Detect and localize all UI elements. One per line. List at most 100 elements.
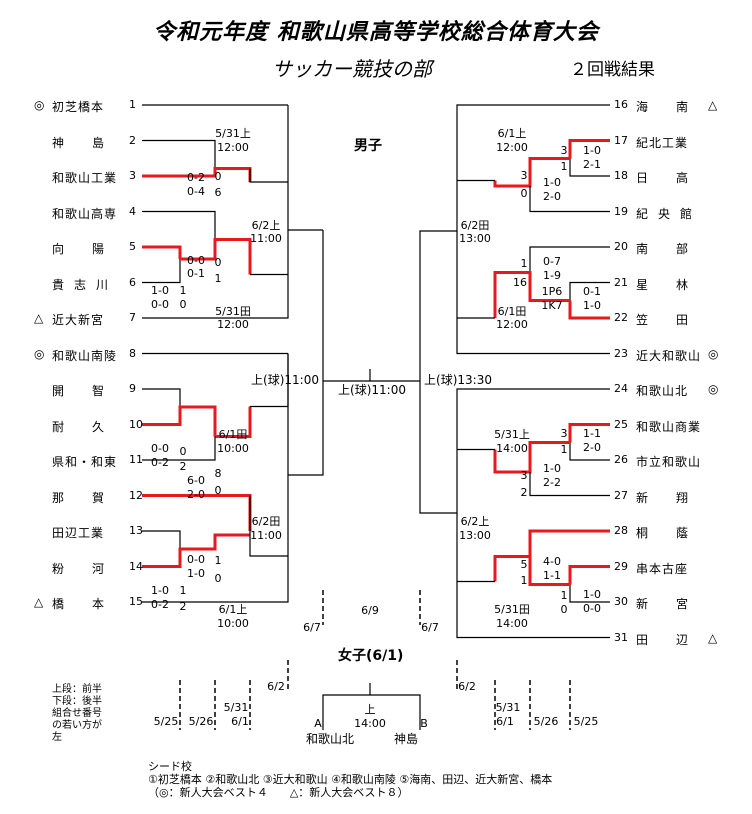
score: 1: [179, 284, 187, 297]
page-subtitle: サッカー競技の部: [272, 57, 432, 81]
score: 2: [179, 600, 187, 613]
score: 1: [214, 554, 222, 567]
score: 1-1: [543, 569, 561, 582]
team-number: 25: [614, 417, 628, 431]
score: 0: [214, 256, 222, 269]
team-name: 初芝橋本: [52, 100, 105, 114]
girls-team-a: 和歌山北: [305, 732, 355, 746]
match-line: [287, 353, 324, 476]
team-number: 9: [129, 382, 136, 395]
team-name: 向陽: [52, 242, 133, 256]
team-name: 南部: [636, 242, 717, 256]
team-number: 26: [614, 453, 628, 466]
semi-label: 上(球)13:30: [424, 373, 492, 387]
team-line: [456, 318, 610, 355]
score: 1-0: [543, 176, 561, 189]
team-line: [142, 274, 289, 319]
legend-line: 組合せ番号: [52, 708, 102, 719]
team-name: 新宮: [636, 597, 717, 611]
match-label: 13:00: [459, 232, 491, 245]
team-name: 近大和歌山: [636, 348, 702, 363]
score: 6-0: [187, 474, 205, 487]
girls-team-b: 神島: [393, 732, 419, 746]
match-label: 13:00: [459, 529, 491, 542]
winner-line: [528, 556, 570, 586]
seed-mark: △: [34, 595, 44, 609]
match-label: 6/1上: [497, 127, 527, 140]
winner-line: [568, 423, 610, 443]
score: 0-0: [151, 298, 169, 311]
girls-label: 6/1: [231, 715, 249, 728]
team-number: 21: [614, 275, 628, 289]
score: 3: [560, 427, 568, 440]
girls-label: A: [314, 717, 322, 730]
match-label: 14:00: [496, 617, 528, 630]
team-number: 23: [614, 346, 628, 360]
team-name: 和歌山商業: [636, 419, 702, 434]
team-name: 橋本: [52, 597, 133, 611]
score: 0-4: [187, 185, 205, 198]
score: 1-0: [583, 144, 601, 157]
score: 0: [214, 484, 222, 497]
score: 3: [520, 469, 528, 482]
match-label: 12:00: [217, 318, 249, 331]
team-name: 市立和歌山: [636, 455, 702, 469]
score: 0-0: [583, 602, 601, 615]
score: 6: [214, 186, 222, 199]
score: 0-1: [187, 267, 205, 280]
team-name: 紀北工業: [636, 135, 689, 150]
team-number: 27: [614, 488, 628, 502]
seed-list: ①初芝橋本 ②和歌山北 ③近大和歌山 ④和歌山南陵 ⑤海南、田辺、近大新宮、橋本: [148, 773, 553, 786]
seed-note: シード校 ①初芝橋本 ②和歌山北 ③近大和歌山 ④和歌山南陵 ⑤海南、田辺、近大…: [148, 760, 552, 799]
match-label: 6/2上: [460, 515, 490, 528]
team-number: 18: [614, 169, 628, 182]
score: 1: [560, 589, 568, 602]
team-line: [569, 442, 610, 461]
score: 1P6: [541, 285, 563, 298]
score: 0: [214, 170, 222, 183]
seed-mark: ◎: [34, 346, 45, 361]
score: 1: [560, 160, 568, 173]
team-number: 3: [129, 169, 136, 182]
team-number: 13: [129, 524, 143, 537]
score: 1: [179, 584, 187, 597]
score: 0-0: [187, 553, 205, 566]
team-name: 日高: [636, 171, 717, 185]
score: 8: [214, 467, 222, 480]
team-number: 5: [129, 240, 136, 253]
team-name: 星林: [636, 277, 717, 292]
team-number: 17: [614, 133, 628, 147]
team-line: [142, 436, 216, 461]
match-label: 12:00: [217, 141, 249, 154]
match-label: 10:00: [217, 442, 249, 455]
team-name: 紀央館: [636, 206, 703, 221]
match-label: 12:00: [496, 141, 528, 154]
match-line: [419, 381, 458, 514]
score: 1-9: [543, 269, 561, 282]
match-line: [287, 105, 323, 231]
team-number: 30: [614, 595, 628, 608]
girls-label: 6/1: [496, 715, 514, 728]
seed-title: シード校: [148, 760, 192, 773]
score: 1-0: [543, 462, 561, 475]
score: 0-2: [151, 598, 169, 611]
page-title: 令和元年度 和歌山県高等学校総合体育大会: [153, 20, 599, 45]
team-line: [456, 581, 610, 639]
legend-note: 上段：前半 下段：後半 組合せ番号 の若い方が 左: [52, 684, 102, 744]
score: 0-0: [151, 442, 169, 455]
team-line: [142, 388, 181, 407]
girls-section-label: 女子(6/1): [338, 648, 404, 664]
score: 0-2: [151, 456, 169, 469]
team-name: 笠田: [636, 313, 717, 327]
girls-label: 6/7: [303, 621, 321, 634]
team-name: 和歌山高専: [52, 206, 118, 221]
seed-mark: ◎: [34, 98, 45, 112]
seed-mark: ◎: [708, 346, 719, 361]
score: 1: [520, 574, 528, 587]
team-number: 2: [129, 133, 136, 147]
team-line: [529, 186, 610, 213]
match-label: 6/2上: [251, 219, 281, 232]
score: 0: [520, 187, 528, 200]
match-label: 14:00: [496, 442, 528, 455]
legend-line: 左: [52, 732, 62, 743]
